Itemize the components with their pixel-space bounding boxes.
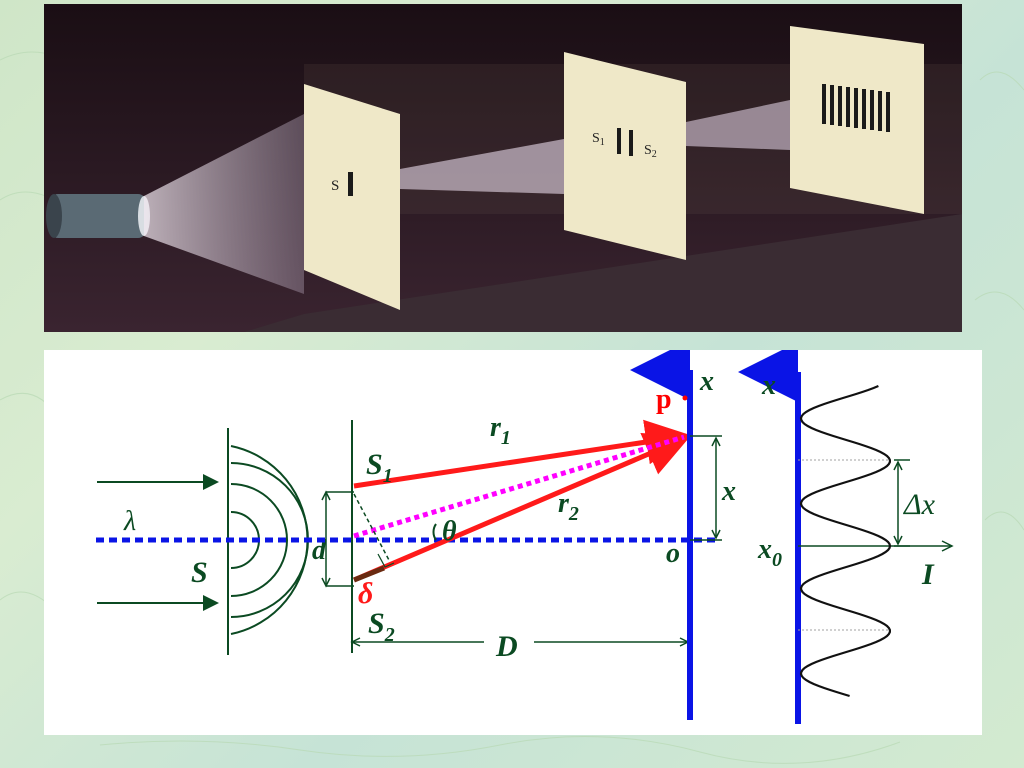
single-slit [348,172,353,196]
single-slit-screen [304,84,400,310]
d-arrow-bottom [321,577,331,588]
intensity-x-axis-label: x [761,370,776,401]
s2-label: S2 [368,607,395,646]
ray-r2 [353,433,691,583]
light-source-end [46,194,62,238]
intensity-I-label: I [921,558,935,591]
slit-s2-label: S2 [644,143,657,160]
delta-label: δ [358,577,373,610]
light-source [50,194,146,238]
apparatus-illustration: S S1 S2 [44,4,962,332]
origin-o-label: o [666,538,680,569]
light-beam-1 [144,114,304,294]
theta-label: θ [442,516,457,547]
interference-fringes [822,84,890,132]
path-difference-line [353,493,391,563]
d-label: d [312,535,327,566]
x0-label: x0 [757,534,782,571]
s1-label: S1 [366,448,393,487]
double-slit-screen [564,52,686,260]
slit-s-label: S [331,178,339,194]
dx-arrow-top [893,460,903,471]
delta-x-label: Δx [903,488,936,521]
dx-arrow-bottom [893,535,903,546]
diagram-svg: λ S d S1 δ S2 [96,340,954,724]
delta-segment [353,565,385,583]
theta-arc [432,523,437,541]
center-ray [353,434,685,539]
screen-x-axis-label: x [699,366,714,397]
D-arrow-left [350,637,361,647]
r1-label: r1 [490,412,511,449]
x-dim-arrow-bottom [711,529,721,540]
slit-s1 [617,128,621,154]
x-distance-label: x [721,476,736,507]
light-beam-3 [686,100,790,150]
intensity-I-axis-arrow [941,540,954,552]
D-label-bg [484,628,534,658]
intensity-curve [799,384,892,698]
D-label: D [495,630,518,663]
point-p-label: p [656,384,672,415]
d-arrow-top [321,490,331,501]
point-p-dot [682,395,688,401]
lambda-label: λ [123,506,136,537]
ray-r1 [353,419,691,489]
r2-label: r2 [558,488,579,525]
floor-plane [244,214,962,332]
right-angle-mark [377,553,395,568]
light-beam-2 [400,139,564,194]
intensity-curve-placeholder [801,386,890,696]
source-s-label: S [191,556,208,589]
peak-guides [798,459,890,631]
slit-s2 [629,130,633,156]
apparatus-photo: S S1 S2 [44,4,962,332]
x-dim-arrow-top [711,436,721,447]
slit-s1-label: S1 [592,131,605,148]
double-slit-diagram: λ S d S1 δ S2 [44,340,982,735]
